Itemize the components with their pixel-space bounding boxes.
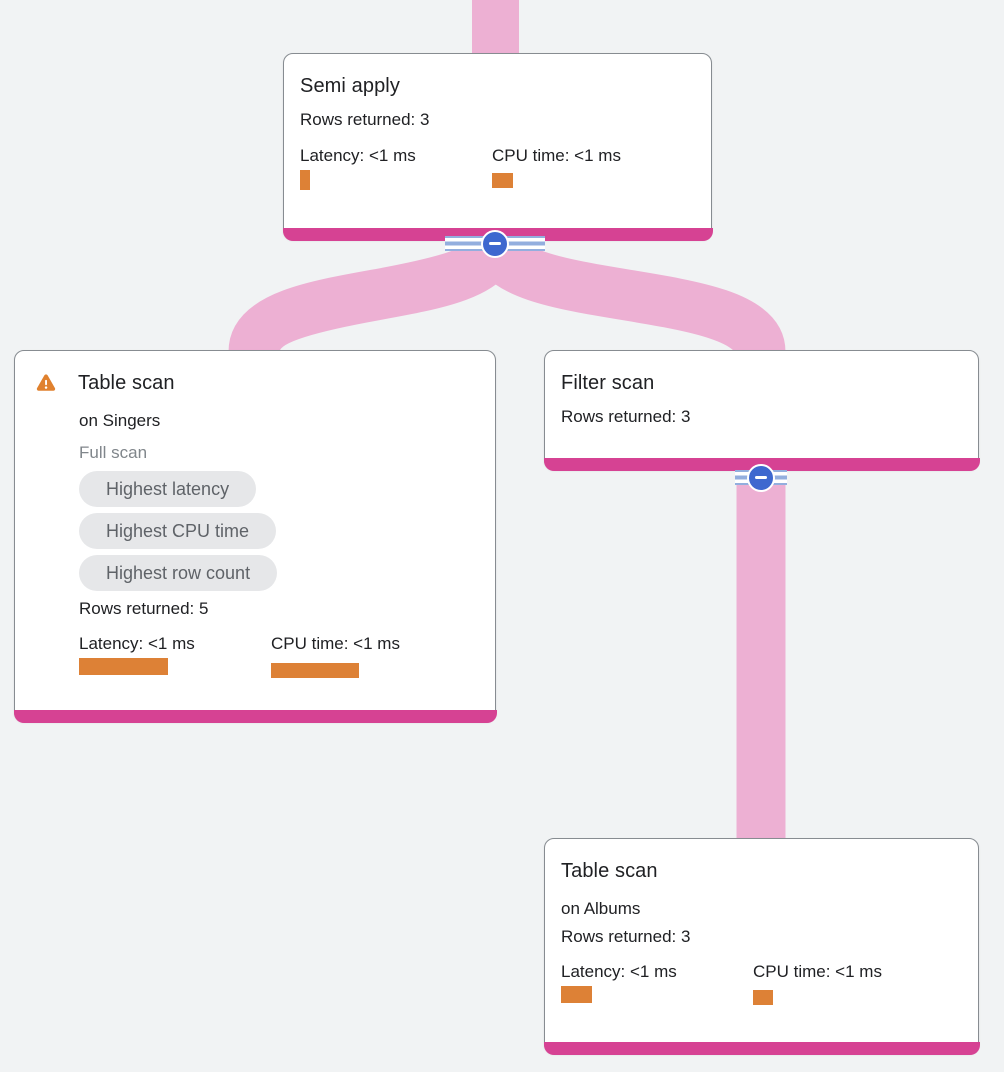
- node-title: Filter scan: [561, 372, 655, 394]
- scan-type: Full scan: [79, 443, 148, 462]
- collapse-button-semi-apply[interactable]: [481, 229, 509, 258]
- cpu-metric: CPU time: <1 ms: [753, 961, 945, 1005]
- rows-returned: Rows returned: 3: [561, 407, 691, 426]
- rows-returned: Rows returned: 3: [300, 110, 430, 129]
- minus-icon: [755, 476, 767, 479]
- badge-highest-row-count: Highest row count: [79, 555, 278, 591]
- warning-icon: [34, 372, 58, 394]
- node-title: Table scan: [78, 372, 175, 394]
- cpu-time-label: CPU time: <1 ms: [271, 634, 400, 653]
- badge-highest-latency: Highest latency: [79, 471, 257, 507]
- latency-label: Latency: <1 ms: [79, 634, 195, 653]
- latency-bar: [79, 658, 168, 675]
- node-filter-scan[interactable]: Filter scan Rows returned: 3: [543, 350, 980, 471]
- collapse-control-semi-apply[interactable]: [445, 229, 545, 258]
- node-subtitle: on Albums: [561, 899, 641, 918]
- latency-bar: [300, 170, 310, 190]
- cpu-time-label: CPU time: <1 ms: [753, 962, 882, 981]
- node-accent-bar: [13, 709, 497, 723]
- rows-returned: Rows returned: 5: [79, 599, 209, 618]
- cpu-time-bar: [753, 990, 773, 1005]
- edge-semi-apply-to-table-scan-singers: [228, 234, 521, 357]
- rows-returned: Rows returned: 3: [561, 927, 691, 946]
- node-subtitle: on Singers: [79, 411, 161, 430]
- latency-label: Latency: <1 ms: [300, 146, 416, 165]
- edge-semi-apply-to-filter-scan: [469, 234, 786, 357]
- collapse-button-filter-scan[interactable]: [747, 463, 775, 492]
- minus-icon: [489, 242, 501, 245]
- node-table-scan-albums[interactable]: Table scan on Albums Rows returned: 3 La…: [543, 838, 980, 1055]
- latency-metric: Latency: <1 ms: [79, 633, 271, 678]
- node-table-scan-singers[interactable]: Table scan on Singers Full scan Highest …: [13, 350, 497, 723]
- latency-bar: [561, 986, 592, 1003]
- badge-list: Highest latency Highest CPU time Highest…: [79, 471, 479, 591]
- latency-metric: Latency: <1 ms: [300, 145, 492, 190]
- node-title: Table scan: [561, 860, 658, 882]
- collapse-control-filter-scan[interactable]: [735, 463, 787, 492]
- cpu-time-bar: [271, 663, 359, 678]
- badge-highest-cpu-time: Highest CPU time: [79, 513, 277, 549]
- node-title: Semi apply: [300, 75, 400, 97]
- latency-metric: Latency: <1 ms: [561, 961, 753, 1005]
- cpu-metric: CPU time: <1 ms: [271, 633, 463, 678]
- latency-label: Latency: <1 ms: [561, 962, 677, 981]
- cpu-metric: CPU time: <1 ms: [492, 145, 684, 190]
- cpu-time-bar: [492, 173, 513, 188]
- cpu-time-label: CPU time: <1 ms: [492, 146, 621, 165]
- node-semi-apply[interactable]: Semi apply Rows returned: 3 Latency: <1 …: [282, 53, 713, 241]
- node-accent-bar: [543, 1041, 980, 1055]
